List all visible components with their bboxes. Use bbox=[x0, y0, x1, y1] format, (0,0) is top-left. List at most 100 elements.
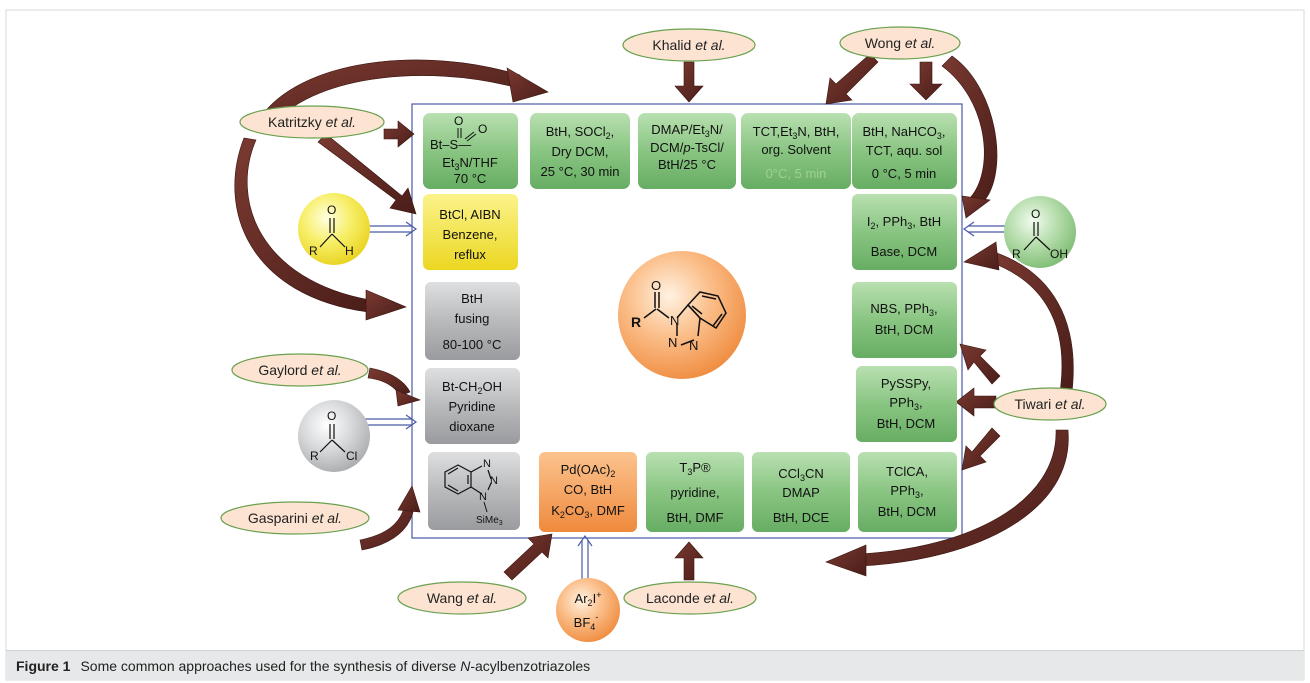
substrate-aldehyde: O R H bbox=[298, 193, 370, 265]
etal-laconde: et al. bbox=[704, 590, 734, 606]
svg-text:Laconde et al.: Laconde et al. bbox=[646, 590, 734, 606]
bt-label: Bt bbox=[430, 137, 443, 152]
svg-text:O: O bbox=[1031, 207, 1040, 221]
svg-text:N: N bbox=[670, 313, 679, 328]
figure-frame bbox=[5, 9, 1305, 681]
svg-text:Wang et al.: Wang et al. bbox=[427, 590, 497, 606]
svg-text:T3P®: T3P® bbox=[679, 460, 711, 477]
cloud-gaylord: Gaylord et al. bbox=[231, 353, 369, 387]
box-pysspy: PySSPy, PPh3, BtH, DCM bbox=[856, 366, 957, 442]
svg-text:BtH, DMF: BtH, DMF bbox=[666, 510, 723, 525]
caption-text-em: N bbox=[460, 658, 471, 674]
box-btsime3: N N N SiMe3 bbox=[428, 452, 520, 530]
svg-text:Khalid et al.: Khalid et al. bbox=[652, 37, 725, 53]
svg-text:CO, BtH: CO, BtH bbox=[564, 482, 612, 497]
svg-text:dioxane: dioxane bbox=[449, 419, 495, 434]
arrowhead-tiwari-up-icon bbox=[963, 241, 1000, 271]
arrow-tiwari-left-icon bbox=[955, 387, 997, 417]
caption-label: Figure 1 bbox=[16, 658, 71, 674]
svg-text:Dry DCM,: Dry DCM, bbox=[551, 144, 608, 159]
box-tscl: DMAP/Et3N/ DCM/p-TsCl/ BtH/25 °C bbox=[638, 113, 736, 189]
svg-text:Bt-CH2OH: Bt-CH2OH bbox=[442, 379, 502, 396]
svg-text:Gaylord et al.: Gaylord et al. bbox=[258, 362, 341, 378]
svg-text:BtH/25 °C: BtH/25 °C bbox=[658, 157, 716, 172]
svg-text:O: O bbox=[454, 114, 463, 128]
box-t3p: T3P® pyridine, BtH, DMF bbox=[646, 452, 744, 532]
cloud-gasparini: Gasparini et al. bbox=[220, 501, 370, 535]
box-fusing: BtH fusing 80-100 °C bbox=[425, 282, 520, 360]
substrate-acid: O R OH bbox=[1004, 196, 1076, 268]
etal-gasparini: et al. bbox=[312, 510, 342, 526]
svg-text:O: O bbox=[327, 409, 336, 423]
svg-text:Benzene,: Benzene, bbox=[443, 227, 498, 242]
svg-text:NBS, PPh3,: NBS, PPh3, bbox=[870, 301, 937, 318]
svg-text:BtH, DCM: BtH, DCM bbox=[878, 504, 937, 519]
svg-text:BtH, SOCl2,: BtH, SOCl2, bbox=[546, 124, 615, 141]
etal-tiwari: et al. bbox=[1055, 396, 1085, 412]
arrowhead-wong-right-icon bbox=[961, 195, 991, 219]
box-katritzky-sulfonyl: O O Bt–S— Et3N/THF 70 °C bbox=[423, 113, 518, 189]
arrow-wong-downleft-icon bbox=[825, 53, 879, 105]
author-tiwari: Tiwari bbox=[1014, 396, 1051, 412]
arrowhead-gasparini-icon bbox=[397, 485, 421, 513]
arrow-laconde-up-icon bbox=[674, 541, 704, 581]
svg-text:reflux: reflux bbox=[454, 247, 486, 262]
svg-text:K2CO3, DMF: K2CO3, DMF bbox=[551, 503, 625, 520]
cloud-tiwari: Tiwari et al. bbox=[993, 387, 1107, 421]
svg-text:OH: OH bbox=[1050, 247, 1068, 261]
svg-text:0°C, 5 min: 0°C, 5 min bbox=[766, 166, 827, 181]
cloud-katritzky: Katritzky et al. bbox=[239, 105, 385, 139]
arrow-wang-upright-icon bbox=[503, 533, 553, 581]
svg-text:BF4-: BF4- bbox=[574, 612, 599, 632]
svg-text:O: O bbox=[327, 203, 336, 217]
svg-text:org. Solvent: org. Solvent bbox=[761, 142, 831, 157]
cloud-wang: Wang et al. bbox=[397, 581, 527, 615]
acylbenzotriazole-structure-icon bbox=[643, 291, 727, 346]
arrow-tiwari-downleft-icon bbox=[961, 427, 1001, 471]
arrowhead-tiwari-down-icon bbox=[825, 544, 867, 577]
cloud-wong: Wong et al. bbox=[839, 26, 961, 60]
svg-text:O: O bbox=[651, 278, 661, 293]
author-wong: Wong bbox=[865, 35, 901, 51]
author-gasparini: Gasparini bbox=[248, 510, 308, 526]
svg-text:Pyridine: Pyridine bbox=[449, 399, 496, 414]
svg-text:R: R bbox=[631, 314, 641, 330]
cloud-laconde: Laconde et al. bbox=[623, 581, 757, 615]
svg-text:BtH, DCM: BtH, DCM bbox=[877, 416, 936, 431]
curved-arrows bbox=[234, 55, 1074, 577]
svg-text:R: R bbox=[1012, 247, 1021, 261]
arrow-khalid-down-icon bbox=[674, 61, 704, 103]
svg-text:R: R bbox=[310, 449, 319, 463]
arrow-tiwari-upleft-icon bbox=[959, 343, 1001, 385]
svg-text:PPh3,: PPh3, bbox=[889, 395, 922, 412]
svg-text:Wong et al.: Wong et al. bbox=[865, 35, 936, 51]
svg-text:BtH: BtH bbox=[461, 291, 483, 306]
svg-text:DMAP/Et3N/: DMAP/Et3N/ bbox=[651, 122, 723, 139]
svg-text:25 °C, 30 min: 25 °C, 30 min bbox=[541, 164, 620, 179]
arrow-katritzky-diag-icon bbox=[317, 133, 417, 215]
svg-text:PySSPy,: PySSPy, bbox=[881, 376, 931, 391]
box-tcica: TClCA, PPh3, BtH, DCM bbox=[858, 452, 957, 532]
etal-wong: et al. bbox=[905, 35, 935, 51]
substrate-acyl-chloride: O R Cl bbox=[298, 400, 370, 472]
svg-text:SiMe3: SiMe3 bbox=[476, 515, 503, 527]
svg-text:N: N bbox=[483, 458, 491, 470]
caption-text-post: -acylbenzotriazoles bbox=[470, 658, 591, 674]
arrow-tiwari-up-icon bbox=[989, 251, 1074, 393]
svg-text:TClCA,: TClCA, bbox=[886, 464, 928, 479]
svg-text:Gasparini et al.: Gasparini et al. bbox=[248, 510, 342, 526]
svg-text:Tiwari et al.: Tiwari et al. bbox=[1014, 396, 1085, 412]
svg-text:H: H bbox=[345, 244, 354, 258]
etal-khalid: et al. bbox=[695, 37, 725, 53]
etal-wang: et al. bbox=[467, 590, 497, 606]
box-btch2oh: Bt-CH2OH Pyridine dioxane bbox=[425, 368, 520, 444]
substrate-iodonium: Ar2I+ BF4- bbox=[556, 578, 620, 642]
svg-text:BtCl, AIBN: BtCl, AIBN bbox=[439, 207, 500, 222]
product-acylbenzotriazole: O R N N N bbox=[618, 251, 746, 379]
svg-text:70 °C: 70 °C bbox=[454, 171, 487, 186]
svg-text:80-100 °C: 80-100 °C bbox=[443, 337, 502, 352]
svg-text:Et3N/THF: Et3N/THF bbox=[442, 155, 498, 172]
arrowhead-katritzky-top-icon bbox=[506, 67, 549, 103]
svg-text:TCT, aqu. sol: TCT, aqu. sol bbox=[866, 143, 943, 158]
